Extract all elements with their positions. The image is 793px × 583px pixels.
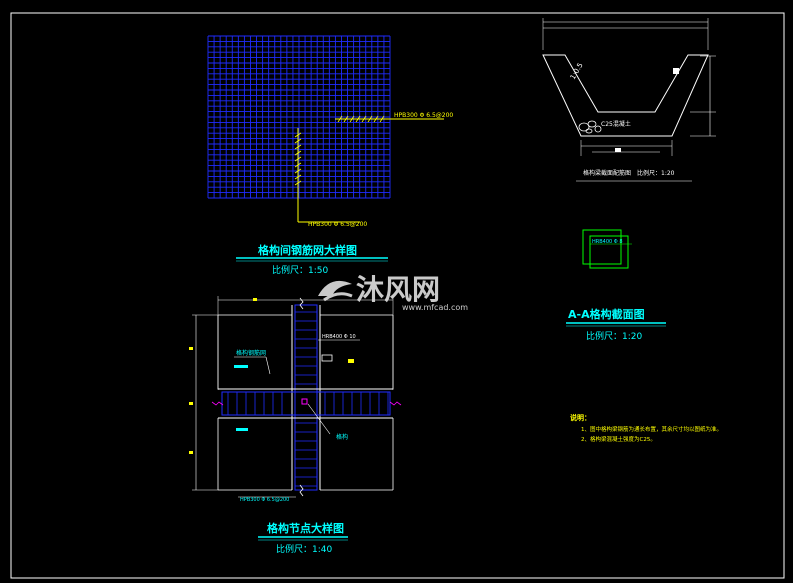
leader-tick xyxy=(294,138,302,144)
node-horizontal-beam xyxy=(218,388,393,419)
node-label-stirrup: HRB400 Φ 10 xyxy=(322,334,356,340)
legend-rebar-label: HRB400 Φ 8 xyxy=(592,239,623,245)
section-gravel-fill xyxy=(578,120,602,134)
leader-tick xyxy=(373,115,379,123)
section-trapezoid xyxy=(542,54,709,137)
node-stirrup-marker-fill xyxy=(348,359,354,363)
watermark-brand-url: www.mfcad.com xyxy=(402,303,468,312)
section-rebar-marker xyxy=(673,68,679,74)
leader-tick xyxy=(361,115,367,123)
watermark-logo-icon xyxy=(318,280,353,302)
node-left-dim-ticks xyxy=(189,298,257,454)
mesh-horizontal-leader xyxy=(335,115,444,123)
watermark-brand-cn: 沐风网 xyxy=(356,273,440,306)
drawing-frame xyxy=(10,12,785,579)
notes-item-2: 2、格构梁混凝土强度为C25。 xyxy=(581,435,656,443)
node-stirrup-marker xyxy=(321,354,333,362)
mesh-vertical-leader xyxy=(294,128,360,223)
leader-tick xyxy=(367,115,373,123)
leader-tick xyxy=(379,115,385,123)
node-center-marker xyxy=(301,398,308,405)
node-outline xyxy=(192,296,394,491)
section-dimensions-top xyxy=(542,18,709,50)
leader-tick xyxy=(294,144,302,150)
leader-tick xyxy=(343,115,349,123)
mesh-view-title: 格构间钢筋网大样图 xyxy=(258,243,357,257)
leader-tick xyxy=(349,115,355,123)
node-label-node: 格构 xyxy=(336,433,348,441)
notes-item-1: 1、图中格构梁钢筋为通长布置，其余尺寸均以图纸为准。 xyxy=(581,425,722,433)
section-view-scale: 比例尺：1:20 xyxy=(586,330,642,342)
section-caption-scale: 比例尺：1:20 xyxy=(637,169,675,177)
node-label-mesh: 格构钢筋网 xyxy=(236,349,266,357)
mesh-view-scale: 比例尺：1:50 xyxy=(272,264,328,276)
leader-tick xyxy=(294,150,302,156)
section-right-dims xyxy=(690,55,716,137)
mesh-rebar-callout-1: HPB300 Φ 6.5@200 xyxy=(394,112,453,119)
section-view-title: A-A格构截面图 xyxy=(568,307,645,321)
node-view-title: 格构节点大样图 xyxy=(267,521,344,535)
leader-tick xyxy=(355,115,361,123)
section-bottom-dims xyxy=(580,140,673,156)
watermark: 沐风网 www.mfcad.com xyxy=(318,273,468,312)
node-view-scale: 比例尺：1:40 xyxy=(276,543,332,555)
rebar-mesh-grid xyxy=(207,35,391,199)
node-break-marks xyxy=(211,297,402,497)
leader-tick xyxy=(294,174,302,180)
mesh-rebar-callout-2: HPB300 Φ 6.5@200 xyxy=(308,221,367,228)
node-vertical-beam xyxy=(291,304,321,491)
leader-tick xyxy=(294,132,302,138)
leader-tick xyxy=(294,156,302,162)
section-caption: 格构梁截面配筋图 xyxy=(583,169,631,177)
section-rebar-marker-bottom xyxy=(615,148,621,152)
leader-tick xyxy=(294,168,302,174)
leader-tick xyxy=(294,162,302,168)
section-slope-label: 1:0.5 xyxy=(569,61,585,81)
node-callout-mesh xyxy=(234,356,271,431)
node-stirrups xyxy=(227,311,389,487)
leader-tick xyxy=(294,180,302,186)
section-concrete-label: C25混凝土 xyxy=(601,120,631,128)
node-label-bottom: HPB300 Φ 6.5@200 xyxy=(240,497,289,503)
node-label-node-leader xyxy=(307,403,331,435)
leader-tick xyxy=(337,115,343,123)
notes-heading: 说明： xyxy=(570,413,591,422)
rebar-legend-box xyxy=(582,229,632,269)
